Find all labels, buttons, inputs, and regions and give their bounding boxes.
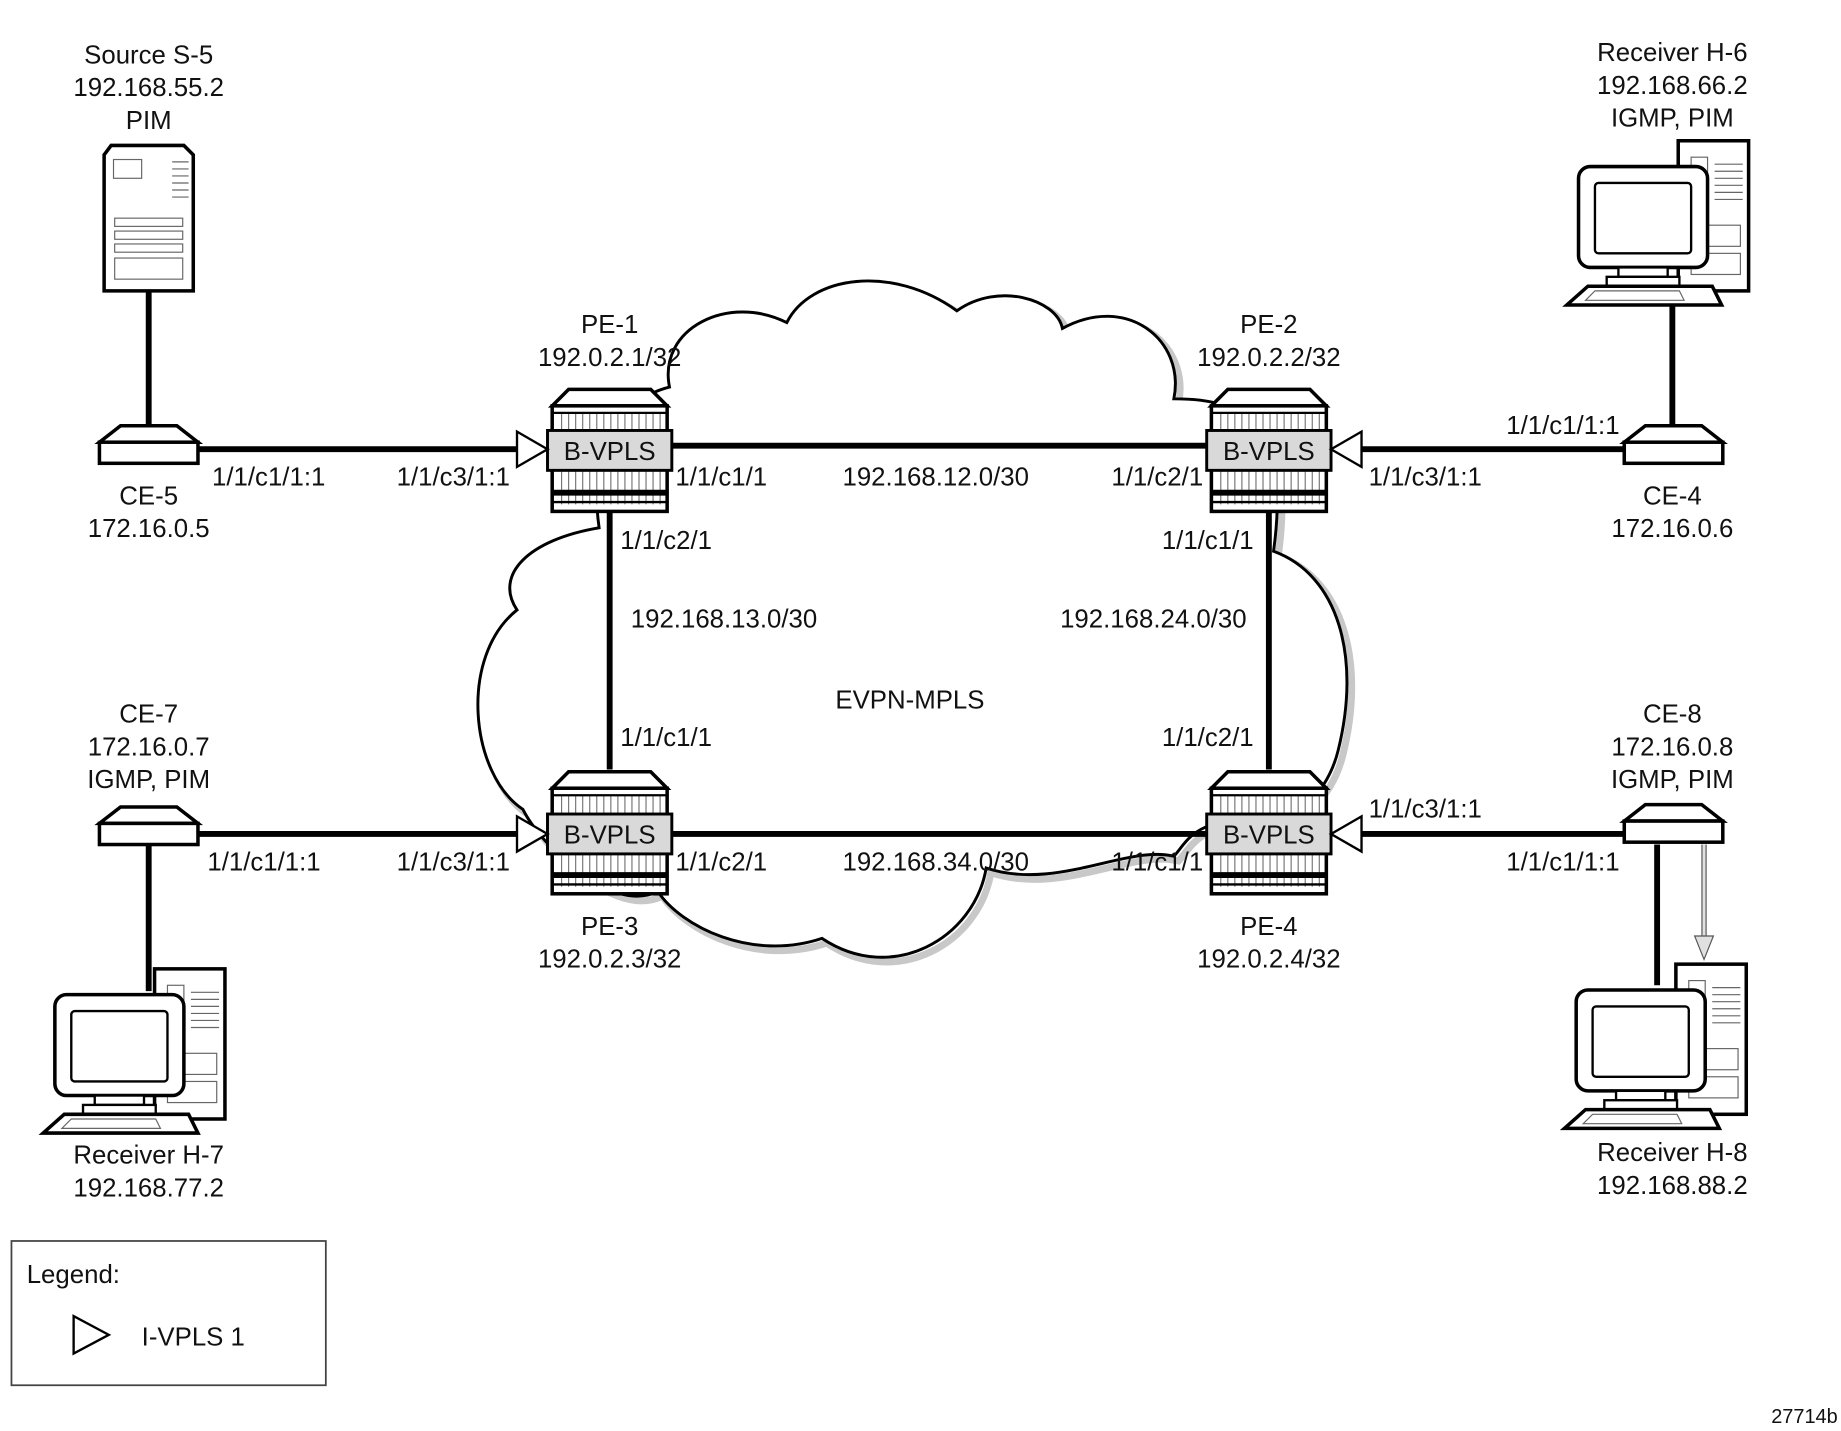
pe3-ivpls-triangle-icon [515, 814, 550, 854]
ce4-switch[interactable] [1622, 424, 1725, 466]
h8-ip: 192.168.88.2 [1597, 1172, 1748, 1200]
pe4-service-label: B-VPLS [1223, 821, 1315, 849]
ce7-switch[interactable] [97, 805, 200, 847]
core-network-label: EVPN-MPLS [835, 686, 984, 714]
multicast-flow-arrow-icon [1693, 844, 1715, 962]
legend-triangle-icon [72, 1314, 112, 1356]
legend: Legend: I-VPLS 1 [10, 1240, 327, 1387]
pe2-ip: 192.0.2.2/32 [1197, 344, 1340, 372]
pe1-ivpls-triangle-icon [515, 429, 550, 469]
ce8-protocols: IGMP, PIM [1611, 766, 1734, 794]
pe1-port-to-pe3: 1/1/c2/1 [620, 527, 712, 555]
ce4-ip: 172.16.0.6 [1611, 515, 1733, 543]
pe2-service-label: B-VPLS [1223, 438, 1315, 466]
pe3-router[interactable]: B-VPLS [546, 772, 674, 894]
pe4-port-to-pe2: 1/1/c2/1 [1162, 724, 1254, 752]
subnet-pe1-pe2: 192.168.12.0/30 [842, 464, 1029, 492]
ce4-name: CE-4 [1643, 482, 1702, 510]
subnet-pe2-pe4: 192.168.24.0/30 [1060, 606, 1247, 634]
h6-ip: 192.168.66.2 [1597, 72, 1748, 100]
pe2-router[interactable]: B-VPLS [1205, 389, 1333, 511]
pe1-ip: 192.0.2.1/32 [538, 344, 681, 372]
s5-protocols: PIM [126, 107, 172, 135]
pe3-ip: 192.0.2.3/32 [538, 946, 681, 974]
ce7-port: 1/1/c1/1:1 [207, 848, 320, 876]
subnet-pe1-pe3: 192.168.13.0/30 [631, 606, 818, 634]
ce7-name: CE-7 [119, 701, 178, 729]
pe1-name: PE-1 [581, 311, 638, 339]
h6-name: Receiver H-6 [1597, 39, 1748, 67]
ce7-protocols: IGMP, PIM [87, 766, 210, 794]
pe4-router[interactable]: B-VPLS [1205, 772, 1333, 894]
h8-name: Receiver H-8 [1597, 1139, 1748, 1167]
h7-name: Receiver H-7 [73, 1142, 224, 1170]
pe1-service-label: B-VPLS [564, 438, 656, 466]
pe2-port-to-pe1: 1/1/c2/1 [1111, 464, 1203, 492]
pe4-ivpls-triangle-icon [1328, 814, 1363, 854]
pe2-port-to-pe4: 1/1/c1/1 [1162, 527, 1254, 555]
pe1-router[interactable]: B-VPLS [546, 389, 674, 511]
s5-ip: 192.168.55.2 [73, 74, 224, 102]
pe2-access-port: 1/1/c3/1:1 [1369, 464, 1482, 492]
h6-protocols: IGMP, PIM [1611, 105, 1734, 133]
evpn-mpls-cloud [476, 279, 1356, 966]
h7-ip: 192.168.77.2 [73, 1174, 224, 1202]
ce4-port: 1/1/c1/1:1 [1506, 412, 1619, 440]
pe3-port-to-pe1: 1/1/c1/1 [620, 724, 712, 752]
pe1-access-port: 1/1/c3/1:1 [397, 464, 510, 492]
pe3-service-label: B-VPLS [564, 821, 656, 849]
pe4-port-to-pe3: 1/1/c1/1 [1111, 848, 1203, 876]
pe3-access-port: 1/1/c3/1:1 [397, 848, 510, 876]
pe3-port-to-pe4: 1/1/c2/1 [675, 848, 767, 876]
ce5-name: CE-5 [119, 482, 178, 510]
legend-item-label: I-VPLS 1 [142, 1323, 245, 1351]
ce8-port: 1/1/c1/1:1 [1506, 848, 1619, 876]
pe1-port-to-pe2: 1/1/c1/1 [675, 464, 767, 492]
receiver-h7-pc-icon[interactable] [41, 967, 227, 1135]
pe2-name: PE-2 [1240, 311, 1297, 339]
pe3-name: PE-3 [581, 913, 638, 941]
receiver-h8-pc-icon[interactable] [1562, 962, 1749, 1131]
ce8-switch[interactable] [1622, 802, 1725, 844]
pe4-name: PE-4 [1240, 913, 1297, 941]
source-server-icon[interactable] [102, 143, 196, 293]
ce5-ip: 172.16.0.5 [88, 515, 210, 543]
legend-title: Legend: [27, 1261, 120, 1289]
subnet-pe3-pe4: 192.168.34.0/30 [842, 848, 1029, 876]
ce7-ip: 172.16.0.7 [88, 733, 210, 761]
pe2-ivpls-triangle-icon [1328, 429, 1363, 469]
ce5-switch[interactable] [97, 424, 200, 466]
receiver-h6-pc-icon[interactable] [1565, 138, 1751, 307]
pe4-ip: 192.0.2.4/32 [1197, 946, 1340, 974]
pe4-access-port: 1/1/c3/1:1 [1369, 796, 1482, 824]
ce8-ip: 172.16.0.8 [1611, 733, 1733, 761]
figure-id: 27714b [1771, 1406, 1838, 1428]
s5-name: Source S-5 [84, 41, 213, 69]
ce8-name: CE-8 [1643, 701, 1702, 729]
ce5-port: 1/1/c1/1:1 [212, 464, 325, 492]
